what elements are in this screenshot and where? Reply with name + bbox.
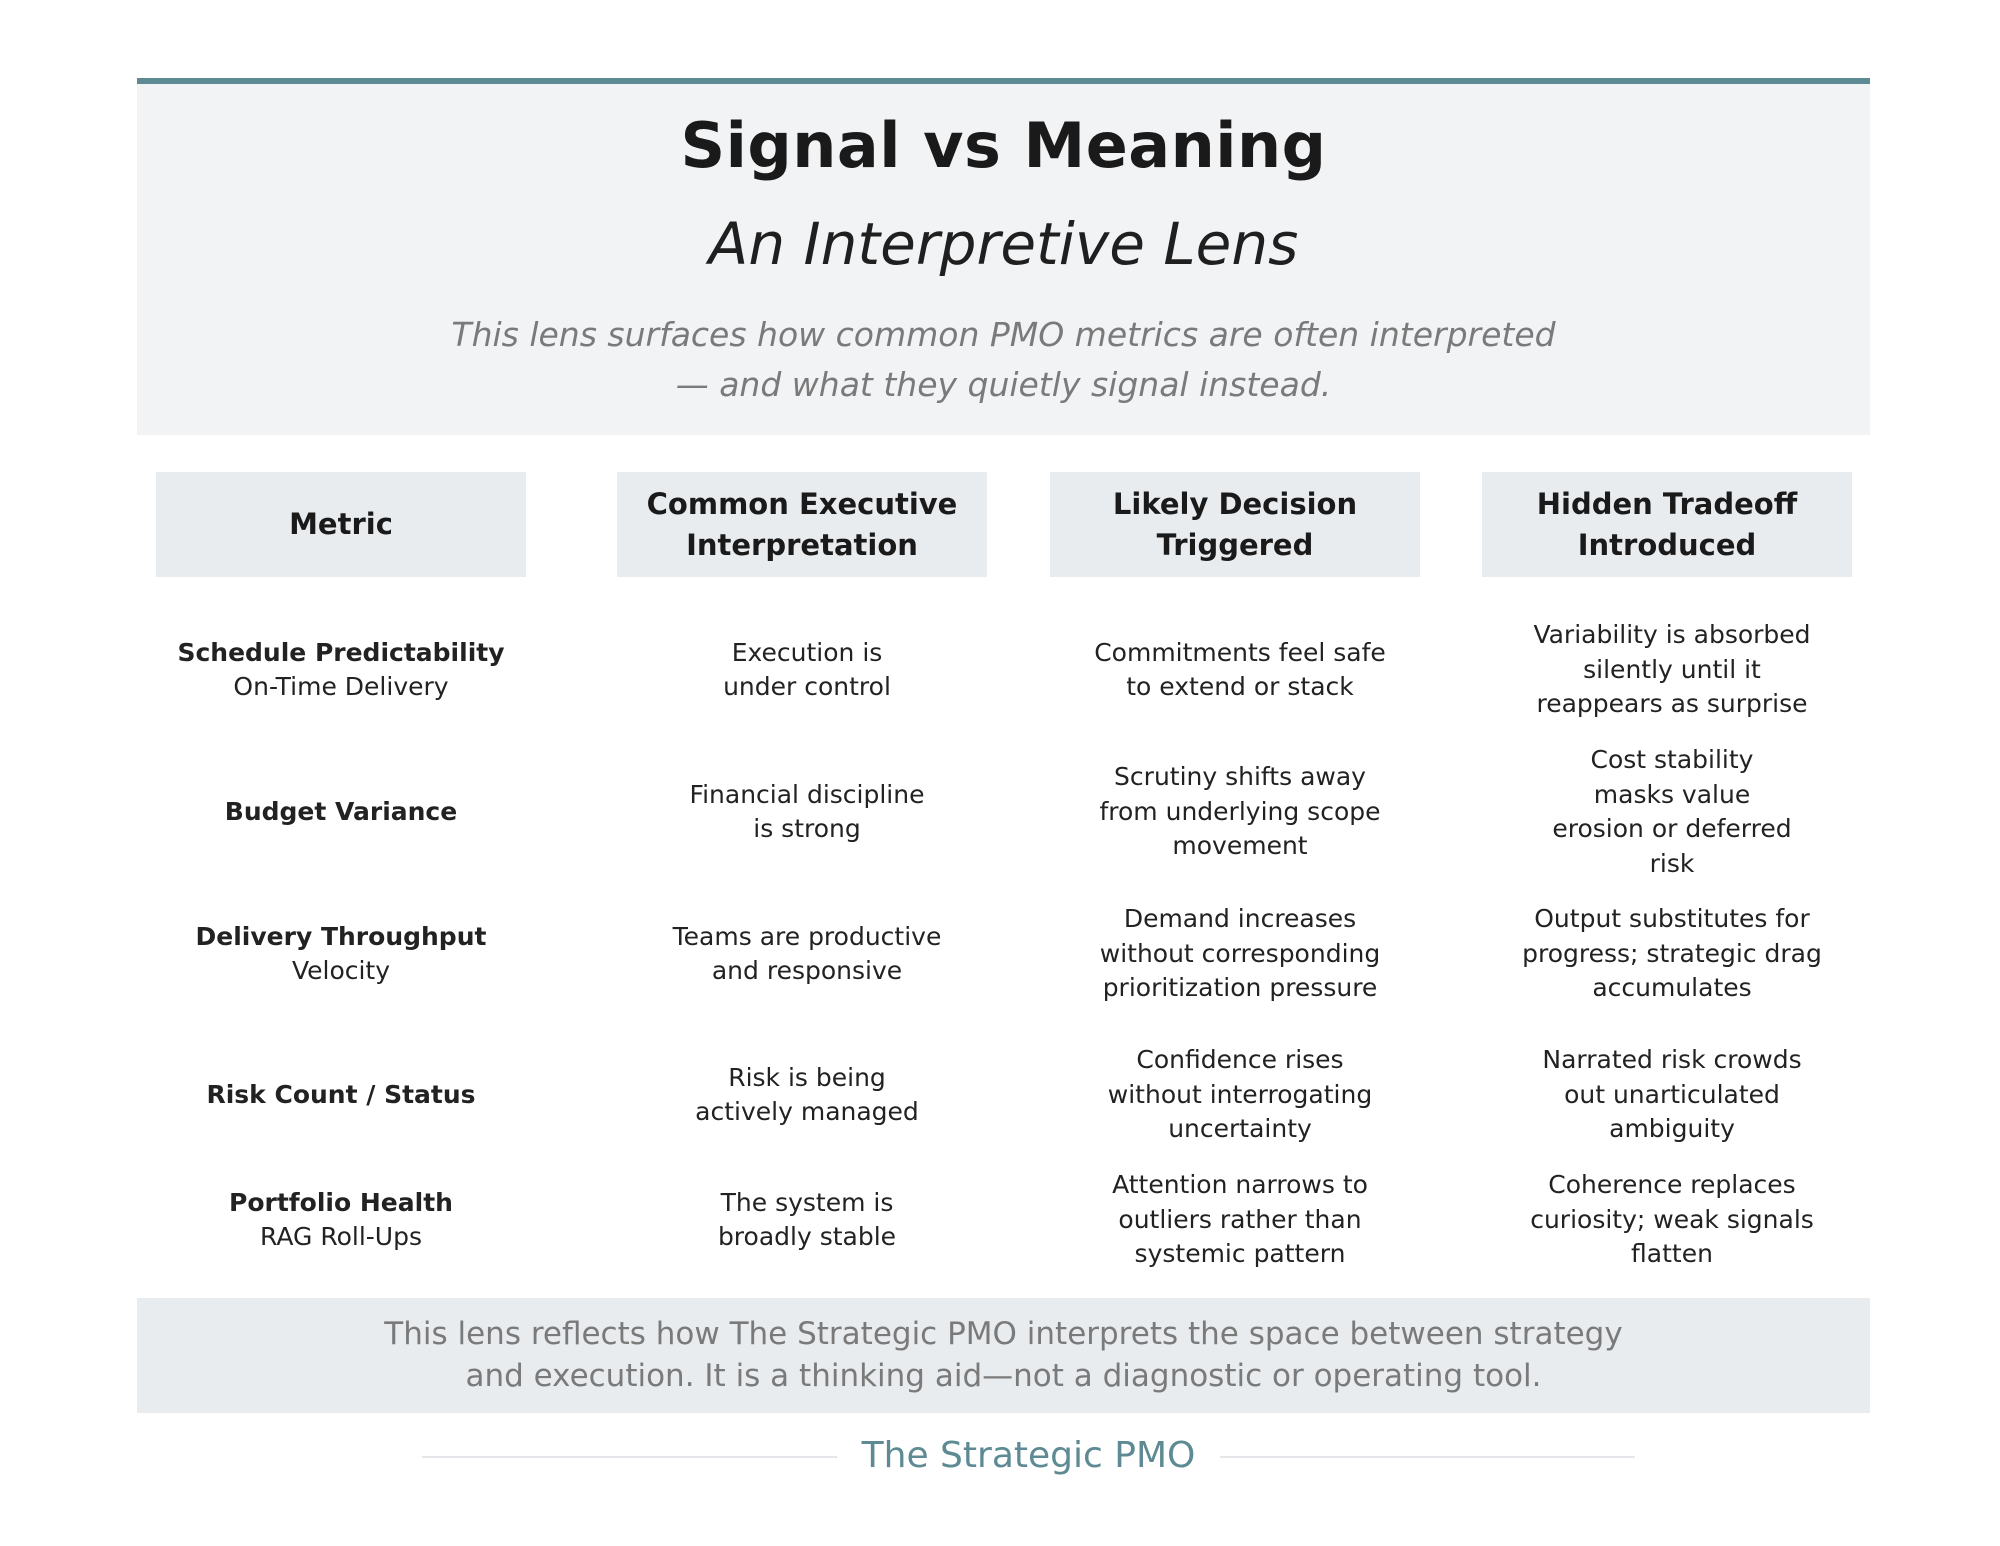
interpretation-text: Financial discipline is strong	[689, 779, 925, 844]
metric-subtitle: Velocity	[291, 956, 391, 985]
decision-cell: Attention narrows to outliers rather tha…	[1055, 1150, 1425, 1290]
decision-cell: Confidence rises without interrogating u…	[1055, 1025, 1425, 1165]
metric-subtitle: RAG Roll-Ups	[260, 1222, 422, 1251]
tradeoff-cell: Coherence replaces curiosity; weak signa…	[1487, 1150, 1857, 1290]
tradeoff-cell: Cost stability masks value erosion or de…	[1487, 742, 1857, 882]
brand-name: The Strategic PMO	[861, 1435, 1196, 1476]
metric-name: Portfolio Health	[229, 1187, 453, 1217]
interpretation-cell: Execution is under control	[622, 600, 992, 740]
interpretation-cell: Financial discipline is strong	[622, 742, 992, 882]
decision-cell: Commitments feel safe to extend or stack	[1055, 600, 1425, 740]
divider-left	[422, 1456, 837, 1458]
tradeoff-text: Cost stability masks value erosion or de…	[1552, 745, 1792, 878]
footer-note: This lens reflects how The Strategic PMO…	[384, 1315, 1623, 1394]
decision-text: Confidence rises without interrogating u…	[1107, 1045, 1373, 1144]
interpretation-cell: Risk is being actively managed	[622, 1025, 992, 1165]
metric-name: Budget Variance	[224, 796, 458, 826]
page-title: Signal vs Meaning	[680, 109, 1327, 182]
header-panel: Signal vs Meaning An Interpretive Lens T…	[137, 78, 1870, 435]
tradeoff-cell: Variability is absorbed silently until i…	[1487, 600, 1857, 740]
tradeoff-text: Output substitutes for progress; strateg…	[1522, 904, 1822, 1003]
column-header-decision: Likely Decision Triggered	[1050, 472, 1420, 577]
interpretation-cell: Teams are productive and responsive	[622, 884, 992, 1024]
tradeoff-cell: Narrated risk crowds out unarticulated a…	[1487, 1025, 1857, 1165]
tradeoff-text: Narrated risk crowds out unarticulated a…	[1542, 1045, 1802, 1144]
decision-text: Commitments feel safe to extend or stack	[1094, 637, 1386, 702]
column-header-interpretation: Common Executive Interpretation	[617, 472, 987, 577]
column-header-metric: Metric	[156, 472, 526, 577]
metric-name: Schedule Predictability	[177, 637, 505, 667]
metric-cell: Portfolio Health RAG Roll-Ups	[156, 1150, 526, 1290]
tradeoff-text: Variability is absorbed silently until i…	[1533, 620, 1811, 719]
interpretation-text: Risk is being actively managed	[695, 1062, 919, 1127]
page-subtitle: An Interpretive Lens	[708, 210, 1299, 278]
metric-name: Delivery Throughput	[195, 921, 487, 951]
metric-subtitle: On-Time Delivery	[233, 672, 449, 701]
metric-cell: Schedule Predictability On-Time Delivery	[156, 600, 526, 740]
tradeoff-cell: Output substitutes for progress; strateg…	[1487, 884, 1857, 1024]
metric-cell: Risk Count / Status	[156, 1025, 526, 1165]
decision-text: Demand increases without corresponding p…	[1099, 904, 1381, 1003]
interpretation-text: Teams are productive and responsive	[672, 921, 942, 986]
decision-cell: Scrutiny shifts away from underlying sco…	[1055, 742, 1425, 882]
interpretation-cell: The system is broadly stable	[622, 1150, 992, 1290]
metric-cell: Delivery Throughput Velocity	[156, 884, 526, 1024]
decision-text: Scrutiny shifts away from underlying sco…	[1099, 762, 1381, 861]
page-description: This lens surfaces how common PMO metric…	[451, 315, 1556, 404]
metric-name: Risk Count / Status	[206, 1079, 476, 1109]
decision-cell: Demand increases without corresponding p…	[1055, 884, 1425, 1024]
interpretation-text: Execution is under control	[723, 637, 891, 702]
interpretation-text: The system is broadly stable	[717, 1187, 897, 1252]
tradeoff-text: Coherence replaces curiosity; weak signa…	[1530, 1170, 1814, 1269]
metric-cell: Budget Variance	[156, 742, 526, 882]
footer-note-panel: This lens reflects how The Strategic PMO…	[137, 1298, 1870, 1413]
divider-right	[1220, 1456, 1635, 1458]
column-header-tradeoff: Hidden Tradeoff Introduced	[1482, 472, 1852, 577]
decision-text: Attention narrows to outliers rather tha…	[1112, 1170, 1368, 1269]
